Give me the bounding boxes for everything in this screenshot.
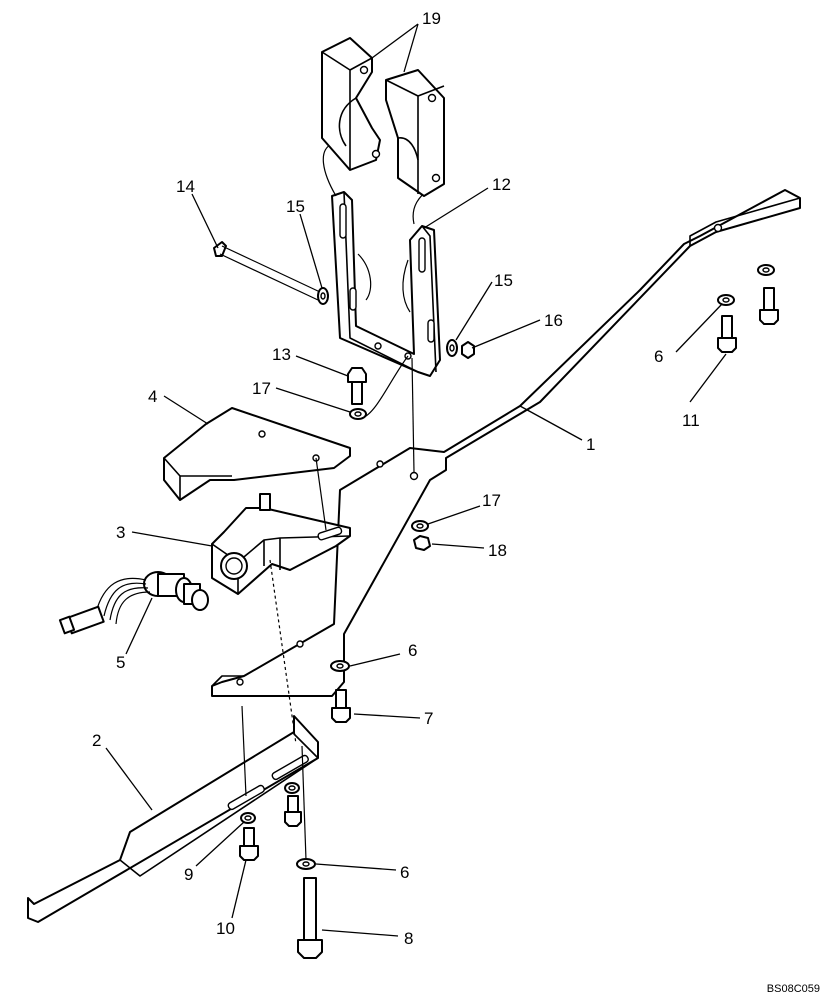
- callout-16: 16: [544, 311, 563, 330]
- callout-2: 2: [92, 731, 101, 750]
- washer-part-6e: [284, 782, 300, 794]
- callout-7: 7: [424, 709, 433, 728]
- bolt-part-11a: [717, 315, 737, 353]
- callout-6a: 6: [654, 347, 663, 366]
- washer-part-6b: [757, 264, 775, 276]
- callout-11: 11: [682, 411, 700, 430]
- washer-part-6a: [717, 294, 735, 306]
- bolt-small: [284, 795, 302, 827]
- washer-part-17b: [411, 520, 429, 532]
- washer-part-15b: [446, 339, 458, 357]
- callout-12: 12: [492, 175, 511, 194]
- callout-13: 13: [272, 345, 291, 364]
- nut-part-18: [413, 535, 431, 551]
- callout-leaders: [105, 23, 727, 937]
- callout-14: 14: [176, 177, 195, 196]
- callout-17b: 17: [482, 491, 501, 510]
- washer-part-17a: [349, 408, 367, 420]
- callout-18: 18: [488, 541, 507, 560]
- plate-part-4: [163, 407, 351, 501]
- switch-bracket-part-3: [211, 493, 351, 595]
- callout-6b: 6: [408, 641, 417, 660]
- bolt-part-14: [213, 241, 323, 301]
- bracket-part-2: [27, 715, 319, 923]
- washer-part-6c: [330, 660, 350, 672]
- bolt-part-13: [347, 367, 367, 405]
- callout-8: 8: [404, 929, 413, 948]
- switch-part-5: [58, 571, 209, 635]
- bolt-part-11b: [759, 287, 779, 325]
- washer-part-15a: [317, 287, 329, 305]
- callout-3: 3: [116, 523, 125, 542]
- callout-9: 9: [184, 865, 193, 884]
- bolt-part-10: [239, 827, 259, 861]
- callout-5: 5: [116, 653, 125, 672]
- callout-15b: 15: [494, 271, 513, 290]
- callout-15a: 15: [286, 197, 305, 216]
- washer-part-9: [240, 812, 256, 824]
- callout-6c: 6: [400, 863, 409, 882]
- callout-labels: 19 12 14 15 15 16 13 17 4 1 6 11 17 18 3…: [92, 9, 700, 948]
- nut-part-16: [461, 341, 475, 359]
- callout-17a: 17: [252, 379, 271, 398]
- clamp-part-19: [321, 37, 445, 197]
- bracket-part-1: [211, 189, 801, 697]
- alignment-lines: [241, 355, 415, 861]
- callout-19: 19: [422, 9, 441, 28]
- drawing-code: BS08C059: [767, 983, 820, 995]
- callout-1: 1: [586, 435, 595, 454]
- callout-4: 4: [148, 387, 157, 406]
- bolt-part-8: [297, 877, 323, 959]
- bolt-part-7: [331, 689, 351, 723]
- callout-10: 10: [216, 919, 235, 938]
- washer-part-6d: [296, 858, 316, 870]
